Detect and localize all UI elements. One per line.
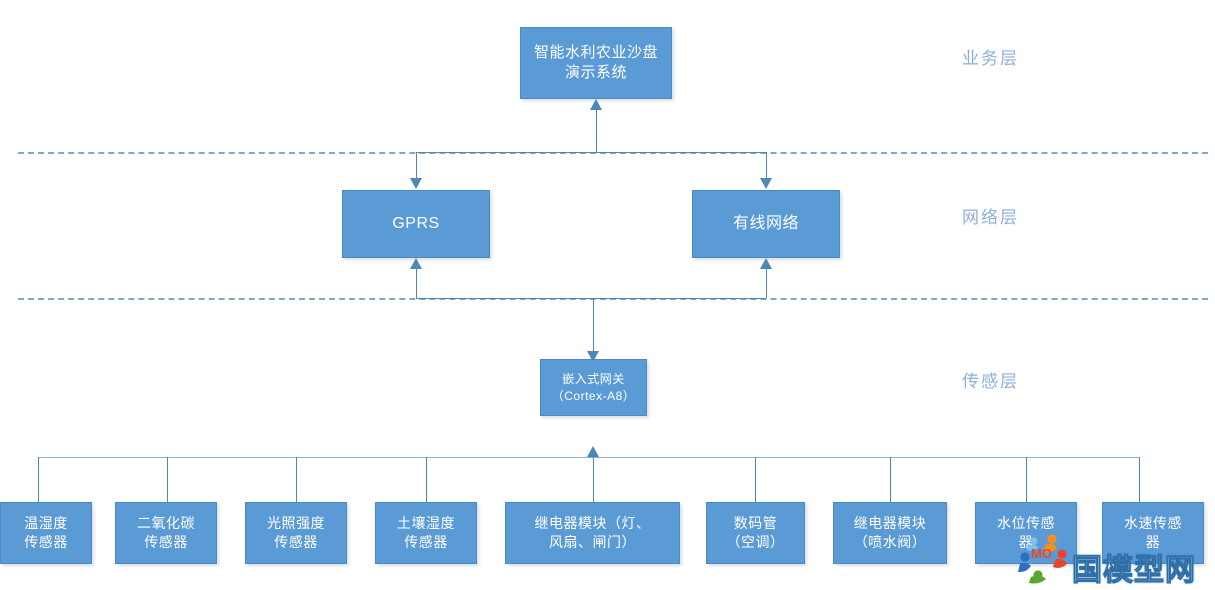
drop-digital-tube-ac [755, 457, 756, 502]
connector-network-to-business [596, 110, 597, 153]
node-digital-tube-ac-label: 数码管（空调） [726, 515, 785, 550]
node-light-intensity-sensor-label: 光照强度传感器 [267, 515, 325, 550]
layer-label-business: 业务层 [962, 49, 1019, 68]
drop-relay-module-valve [890, 457, 891, 502]
arrow-up-to-gprs [410, 258, 422, 269]
arrow-up-to-gateway [587, 446, 599, 457]
node-relay-module-lamp-label: 继电器模块（灯、风扇、闸门） [534, 515, 651, 550]
drop-light-intensity-sensor [296, 457, 297, 502]
node-embedded-gateway[interactable]: 嵌入式网关（Cortex-A8） [540, 359, 647, 416]
bus-sensing-to-network [416, 298, 766, 299]
arrow-down-to-wired-network [760, 178, 772, 189]
node-demo-system-label: 智能水利农业沙盘演示系统 [533, 43, 658, 81]
bus-sensors [38, 457, 1139, 458]
divider-business-network [18, 152, 1208, 154]
connector-gateway-up [593, 298, 594, 351]
bus-business-to-network [416, 152, 766, 153]
node-co2-sensor-label: 二氧化碳传感器 [137, 515, 195, 550]
node-digital-tube-ac[interactable]: 数码管（空调） [706, 502, 805, 564]
node-demo-system[interactable]: 智能水利农业沙盘演示系统 [520, 27, 672, 99]
drop-relay-module-lamp [593, 457, 594, 502]
node-water-speed-sensor[interactable]: 水速传感器 [1102, 502, 1204, 564]
drop-soil-moisture-sensor [426, 457, 427, 502]
connector-gateway-to-wired [766, 269, 767, 298]
node-wired-network[interactable]: 有线网络 [692, 190, 840, 258]
drop-temp-humidity-sensor [38, 457, 39, 502]
node-relay-module-lamp[interactable]: 继电器模块（灯、风扇、闸门） [505, 502, 680, 564]
node-water-level-sensor[interactable]: 水位传感器 [975, 502, 1077, 564]
arrow-up-to-wired-network [760, 258, 772, 269]
node-light-intensity-sensor[interactable]: 光照强度传感器 [245, 502, 347, 564]
drop-co2-sensor [167, 457, 168, 502]
arrow-down-to-gateway [587, 351, 599, 362]
node-soil-moisture-sensor[interactable]: 土壤湿度传感器 [375, 502, 477, 564]
node-gprs-label: GPRS [392, 215, 440, 233]
node-soil-moisture-sensor-label: 土壤湿度传感器 [397, 515, 455, 550]
node-wired-network-label: 有线网络 [732, 215, 799, 233]
drop-water-speed-sensor [1139, 457, 1140, 502]
node-water-level-sensor-label: 水位传感器 [997, 515, 1055, 550]
node-water-speed-sensor-label: 水速传感器 [1124, 515, 1182, 550]
node-temp-humidity-sensor-label: 温湿度传感器 [24, 515, 68, 550]
arrow-down-to-gprs [410, 178, 422, 189]
connector-to-gprs-down [416, 152, 417, 178]
connector-to-wired-down [766, 152, 767, 178]
node-relay-module-valve-label: 继电器模块（喷水阀） [853, 515, 927, 550]
arrow-up-to-demo-system [590, 99, 602, 110]
node-co2-sensor[interactable]: 二氧化碳传感器 [115, 502, 217, 564]
layer-label-network: 网络层 [962, 208, 1019, 227]
divider-network-sensing [18, 298, 1208, 300]
node-gprs[interactable]: GPRS [342, 190, 490, 258]
node-embedded-gateway-label: 嵌入式网关（Cortex-A8） [551, 372, 636, 403]
connector-gateway-to-gprs [416, 269, 417, 298]
drop-water-level-sensor [1026, 457, 1027, 502]
node-temp-humidity-sensor[interactable]: 温湿度传感器 [0, 502, 92, 564]
layer-label-sensing: 传感层 [962, 372, 1019, 391]
node-relay-module-valve[interactable]: 继电器模块（喷水阀） [833, 502, 947, 564]
